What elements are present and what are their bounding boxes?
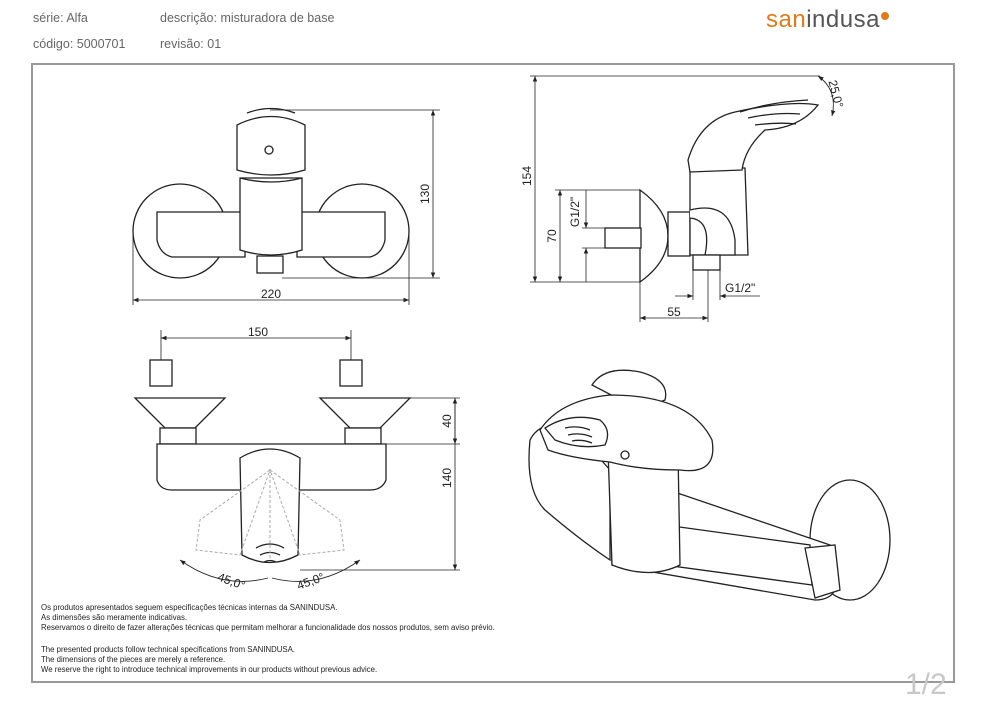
drawing-frame [31,63,955,683]
codigo-label: código: 5000701 [33,37,126,51]
dim-side-depth: 55 [667,305,681,319]
page-number: 1/2 [905,668,947,701]
logo-part-indusa: indusa [806,6,880,33]
dim-side-inlet: 70 [545,229,559,243]
top-view-rotation-ghosts [195,468,345,560]
dim-top-40: 40 [440,414,454,428]
sanindusa-logo: sanindusa [766,6,889,34]
top-view [133,359,412,564]
note-en-2: The dimensions of the pieces are merely … [41,655,226,665]
logo-dot-icon [880,12,889,20]
descricao-label: descrição: misturadora de base [160,11,335,25]
dim-side-thread-v: G1/2" [568,197,582,227]
notes-en: The presented products follow technical … [41,645,377,676]
note-en-1: The presented products follow technical … [41,645,295,654]
isometric-view [528,369,891,601]
side-view [604,99,820,284]
logo-part-san: san [766,6,807,33]
note-pt-2: As dimensões são meramente indicativas. [41,613,188,623]
notes-pt: Os produtos apresentados seguem especifi… [41,603,495,634]
dim-front-height: 130 [418,184,432,204]
serie-label: série: Alfa [33,11,88,25]
dim-top-140: 140 [440,468,454,488]
dim-side-height: 154 [520,166,534,186]
dim-angle-left: 45,0° [216,570,247,593]
note-pt-3: Reservamos o direito de fazer alterações… [41,623,495,633]
revisao-label: revisão: 01 [160,37,222,51]
front-view [132,107,410,279]
dim-angle-right: 45,0° [295,570,326,593]
dim-top-spacing: 150 [248,325,268,339]
note-en-3: We reserve the right to introduce techni… [41,665,378,675]
dim-front-width: 220 [261,287,281,301]
dim-side-angle: 25,0° [825,79,846,110]
note-pt-1: Os produtos apresentados seguem especifi… [41,603,338,612]
dim-side-thread-h: G1/2" [725,281,755,295]
